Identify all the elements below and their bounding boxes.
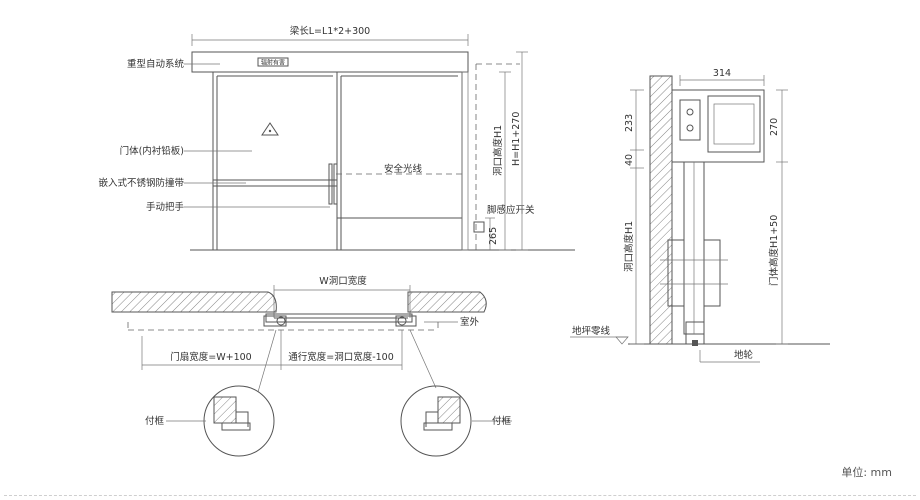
door-height-label: 门体高度H1+50 — [768, 215, 780, 286]
wheel-label: 地轮 — [734, 349, 754, 361]
outdoor-label: 室外 — [460, 316, 480, 328]
dim-314-label: 314 — [713, 68, 731, 79]
side-section: 314 地坪零线 地轮 233 — [570, 68, 830, 363]
dim-40-label: 40 — [624, 154, 635, 166]
frame-right-label: 付框 — [492, 415, 512, 427]
opening-width-label: W洞口宽度 — [319, 275, 367, 287]
auto-system-label: 重型自动系统 — [127, 58, 185, 70]
floor-line-label: 地坪零线 — [572, 325, 611, 337]
radiation-sign: 辐射有害 — [261, 59, 285, 67]
dim-270-label: 270 — [769, 118, 780, 136]
plan-view: W洞口宽度 室外 门扇宽度=W+100 通行宽度=洞口宽度-100 — [111, 275, 512, 457]
leaf-width-label: 门扇宽度=W+100 — [170, 351, 251, 363]
pass-width-label: 通行宽度=洞口宽度-100 — [288, 351, 394, 363]
bottom-border — [4, 495, 916, 496]
beam-length-label: 梁长L=L1*2+300 — [290, 25, 370, 37]
safety-beam-label: 安全光线 — [384, 163, 423, 175]
foot-switch-label: 脚感应开关 — [487, 204, 535, 216]
steel-strip-label: 嵌入式不锈钢防撞带 — [98, 177, 184, 189]
frame-left-label: 付框 — [145, 415, 165, 427]
front-elevation: 梁长L=L1*2+300 辐射有害 安全光线 脚感应开 — [98, 25, 575, 251]
handle-label: 手动把手 — [146, 201, 185, 213]
opening-height-label: 洞口高度H1 — [492, 125, 504, 176]
door-body-label: 门体(内衬铅板) — [120, 145, 184, 157]
total-height-label: H=H1+270 — [511, 112, 522, 166]
unit-label: 单位: mm — [841, 466, 892, 479]
side-opening-height-label: 洞口高度H1 — [623, 221, 635, 272]
dim-265-label: 265 — [488, 227, 499, 245]
dim-233-label: 233 — [624, 114, 635, 132]
